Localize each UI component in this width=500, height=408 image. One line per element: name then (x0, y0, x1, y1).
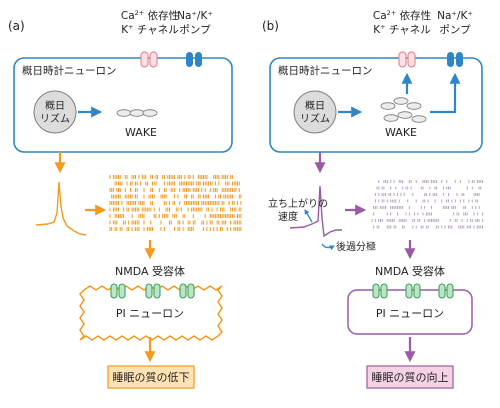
panel-a-pi-neuron-label: PI ニューロン (116, 307, 184, 320)
panel-a: (a) Ca2+ 依存性 K+ チャネル Na⁺/K⁺ ポンプ 概日時計ニューロ… (8, 9, 242, 389)
panel-b-ahp-label: 後過分極 (336, 240, 376, 253)
panel-a-wake-molecule (142, 109, 158, 117)
panel-b-ca-channel-label-line2: K+ チャネル (373, 23, 431, 36)
panel-a-pump-label: Na⁺/K⁺ (177, 10, 213, 22)
panel-b-nmda-receptors (372, 283, 454, 299)
nmda-receptor (380, 283, 388, 299)
nmda-receptor (187, 283, 195, 299)
panel-a-pump-left (186, 52, 193, 67)
panel-b: (b) Ca2+ 依存性 K+ チャネル Na⁺/K⁺ ポンプ 概日時計ニューロ… (262, 9, 483, 389)
panel-b-wake-molecule (380, 102, 396, 110)
nmda-receptor (405, 283, 413, 299)
panel-a-pump-right (195, 52, 202, 67)
panel-b-neuron-title: 概日時計ニューロン (278, 64, 373, 77)
panel-a-label: (a) (8, 19, 25, 33)
panel-b-rise-speed-line2: 速度 (278, 210, 298, 223)
panel-b-pump-label-line2: ポンプ (439, 24, 471, 36)
panel-a-pump-label-line2: ポンプ (179, 24, 211, 36)
panel-b-rhythm-circle (293, 90, 337, 134)
nmda-receptor (118, 283, 126, 299)
panel-b-rhythm-line1: 概日 (305, 99, 325, 112)
panel-a-rhythm-line1: 概日 (45, 99, 65, 112)
panel-b-pump-right (456, 52, 463, 67)
panel-a-nmda-receptors (110, 283, 195, 299)
panel-a-wake-label: WAKE (125, 126, 157, 139)
panel-a-result-box (107, 365, 195, 389)
nmda-receptor (110, 283, 118, 299)
panel-a-wake-molecule (129, 109, 145, 117)
nmda-receptor (179, 283, 187, 299)
panel-a-ca-channel-left (140, 51, 149, 68)
nmda-receptor (413, 283, 421, 299)
panel-a-ca-channel-label: Ca2+ 依存性 (121, 9, 179, 22)
panel-a-receptor-label: NMDA 受容体 (115, 264, 185, 278)
panel-a-wake-molecule (116, 109, 132, 117)
panel-b-result-label: 睡眠の質の向上 (372, 370, 449, 384)
panel-a-ca-channel-right (149, 51, 158, 68)
panel-a-rhythm-line2: リズム (40, 112, 70, 125)
panel-a-ca-channel-label-line2: K+ チャネル (121, 23, 179, 36)
panel-b-ca-channel-right (407, 51, 416, 68)
nmda-receptor (153, 283, 161, 299)
panel-b-receptor-label: NMDA 受容体 (375, 264, 445, 278)
panel-b-wake-molecule (393, 97, 409, 105)
panel-b-wake-molecule (397, 111, 413, 119)
panel-b-result-box (366, 365, 454, 389)
panel-b-ca-channel-label: Ca2+ 依存性 (373, 9, 431, 22)
panel-a-rhythm-circle (33, 90, 77, 134)
panel-b-action-potential-trace (289, 185, 342, 238)
panel-b-label: (b) (262, 19, 279, 33)
nmda-receptor (446, 283, 454, 299)
panel-a-firing-raster (109, 175, 242, 231)
panel-b-ca-channel-left (398, 51, 407, 68)
panel-b-ahp-pointer (321, 243, 335, 251)
panel-b-wake-molecule (383, 114, 399, 122)
panel-b-pump-left (447, 52, 454, 67)
panel-b-wake-molecule (406, 102, 422, 110)
panel-b-pump-label: Na⁺/K⁺ (437, 10, 473, 22)
panel-b-pi-neuron-label: PI ニューロン (376, 307, 444, 320)
panel-b-up-arrow-pump (430, 72, 461, 114)
panel-a-neuron-title: 概日時計ニューロン (22, 64, 117, 77)
panel-b-rise-speed-pointer (304, 209, 313, 223)
panel-b-rise-speed-line1: 立ち上がりの (268, 197, 328, 210)
panel-b-wake-molecule (411, 115, 427, 123)
panel-a-action-potential-trace (35, 181, 87, 236)
panel-b-wake-label: WAKE (385, 126, 417, 139)
panel-a-result-label: 睡眠の質の低下 (113, 370, 190, 384)
panel-b-firing-raster (371, 180, 483, 229)
nmda-receptor (372, 283, 380, 299)
nmda-receptor (438, 283, 446, 299)
panel-b-rhythm-line2: リズム (300, 112, 330, 125)
nmda-receptor (145, 283, 153, 299)
